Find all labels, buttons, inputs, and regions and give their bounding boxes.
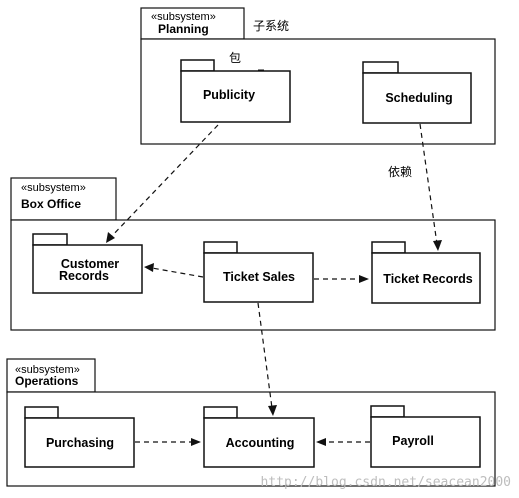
subsystem-box-office-stereotype: «subsystem»	[21, 182, 86, 194]
package-customer-records-label-line2: Records	[59, 269, 109, 283]
arrow-head	[191, 438, 201, 446]
arrow-head	[316, 438, 326, 446]
subsystem-box-office-name: Box Office	[21, 197, 81, 211]
package-customer-records-label-line1: Customer	[61, 257, 119, 271]
package-accounting: Accounting	[203, 406, 315, 468]
annotation-package-label: 包	[229, 51, 241, 65]
package-scheduling-label: Scheduling	[385, 91, 452, 105]
package-customer-records: Customer Records	[32, 233, 143, 294]
package-body	[24, 417, 135, 468]
package-ticket-records: Ticket Records	[371, 241, 481, 304]
package-tab	[24, 406, 59, 419]
watermark-url: http://blog.csdn.net/seacean2000	[261, 475, 511, 490]
dependency-payroll-to-accounting	[316, 438, 370, 446]
package-ticket-records-label: Ticket Records	[383, 272, 472, 286]
package-body	[203, 417, 315, 468]
package-tab	[371, 241, 406, 254]
arrow-head	[106, 232, 115, 243]
dependency-publicity-to-customer-records	[106, 124, 219, 243]
dependency-ticket-sales-to-ticket-records	[314, 275, 369, 283]
dependency-line	[109, 124, 219, 239]
package-tab	[203, 241, 238, 254]
package-tab	[370, 405, 405, 418]
package-tab	[203, 406, 238, 419]
dependency-purchasing-to-accounting	[135, 438, 201, 446]
package-purchasing: Purchasing	[24, 406, 135, 468]
package-payroll: Payroll	[370, 405, 481, 468]
annotation-subsystem-label: 子系统	[253, 19, 289, 33]
package-body	[362, 72, 472, 124]
package-body	[370, 416, 481, 468]
arrow-head	[268, 405, 277, 416]
arrow-head	[433, 240, 442, 251]
package-body	[32, 244, 143, 294]
package-ticket-sales-label: Ticket Sales	[223, 270, 295, 284]
package-body	[203, 252, 314, 303]
package-body	[180, 70, 291, 123]
package-publicity-label: Publicity	[203, 88, 255, 102]
package-purchasing-label: Purchasing	[46, 436, 114, 450]
package-tab	[362, 61, 399, 74]
subsystem-operations-tab	[6, 358, 96, 393]
subsystem-planning-stereotype: «subsystem»	[151, 11, 216, 23]
package-scheduling: Scheduling	[362, 61, 472, 124]
subsystem-operations-stereotype: «subsystem»	[15, 364, 80, 376]
subsystem-operations-name: Operations	[15, 374, 79, 388]
subsystem-box-office-tab	[10, 177, 117, 221]
package-tab	[32, 233, 68, 246]
dependency-ticket-sales-to-customer-records	[144, 263, 204, 278]
dependency-line	[419, 123, 438, 245]
subsystem-planning-name: Planning	[158, 22, 209, 36]
dependency-ticket-sales-to-accounting	[257, 302, 277, 416]
arrow-head	[359, 275, 369, 283]
subsystem-planning-tab	[140, 7, 245, 40]
package-accounting-label: Accounting	[226, 436, 295, 450]
package-ticket-sales: Ticket Sales	[203, 241, 314, 303]
arrow-head	[144, 263, 154, 272]
dependency-scheduling-to-ticket-records	[419, 123, 442, 251]
package-tab	[180, 59, 215, 72]
package-payroll-label: Payroll	[392, 434, 434, 448]
package-publicity: Publicity	[180, 59, 291, 123]
annotation-dependency-label: 依赖	[388, 164, 412, 179]
package-body	[371, 252, 481, 304]
